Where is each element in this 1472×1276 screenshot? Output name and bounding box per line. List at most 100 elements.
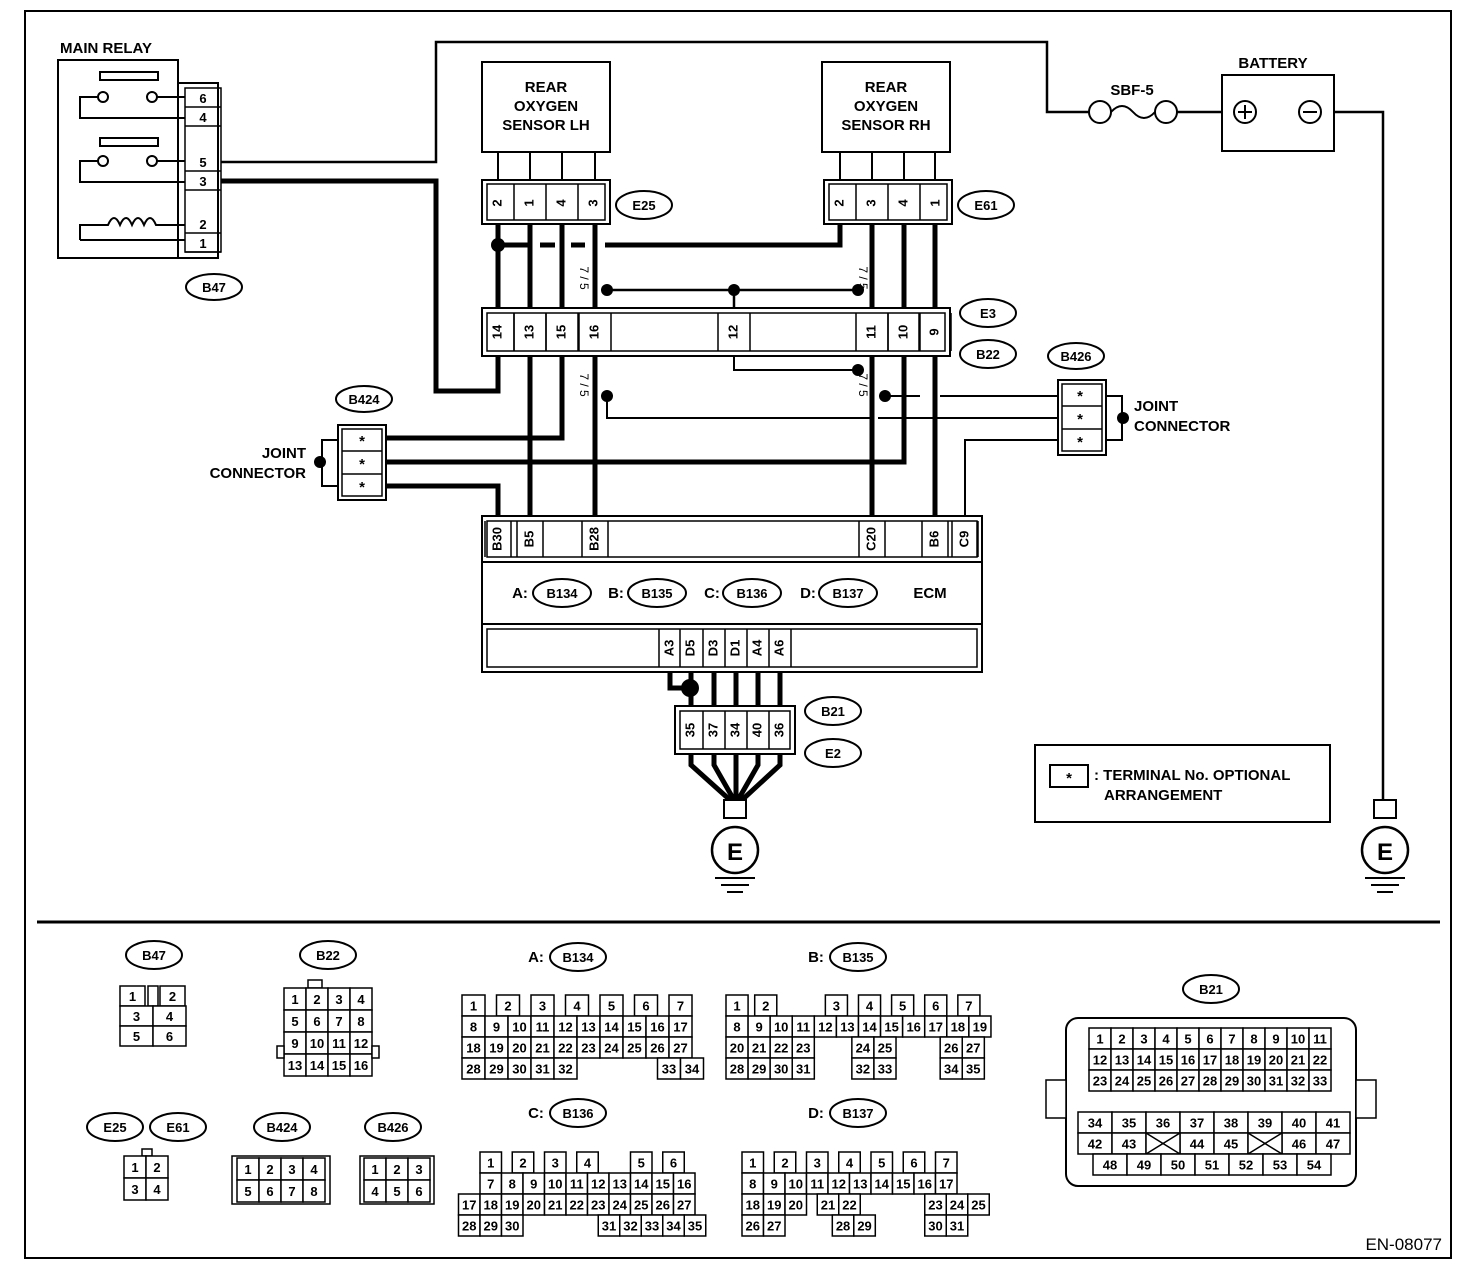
face-pin: 11 <box>332 1036 346 1051</box>
face-pin: 13 <box>288 1058 302 1073</box>
svg-text:*: * <box>1077 388 1083 405</box>
ecm-pin-C9: C9 <box>956 531 971 548</box>
face-prefix: C: <box>528 1105 544 1122</box>
face-pin: 1 <box>487 1156 494 1171</box>
main-relay-label: MAIN RELAY <box>60 40 152 57</box>
face-pin: 20 <box>527 1198 541 1213</box>
face-pin: 15 <box>884 1020 898 1035</box>
e25-pin-3: 3 <box>585 199 600 206</box>
face-pin: 30 <box>928 1219 942 1234</box>
svg-text:CONNECTOR: CONNECTOR <box>1134 418 1231 435</box>
main-relay: MAIN RELAY <box>57 40 222 259</box>
ecm-pin-D3: D3 <box>705 640 720 657</box>
face-pin: 8 <box>509 1177 516 1192</box>
face-pin: 20 <box>1269 1053 1283 1068</box>
face-pin: 33 <box>1313 1074 1327 1089</box>
relay-pin-4: 4 <box>199 110 207 125</box>
ground-ecm: E <box>710 799 760 893</box>
face-pin: 46 <box>1292 1137 1306 1152</box>
face-pin: 2 <box>504 999 511 1014</box>
face-pin: 25 <box>627 1041 641 1056</box>
e25-pin-1: 1 <box>521 199 536 206</box>
face-pin: 1 <box>291 992 298 1007</box>
face-pin: 20 <box>512 1041 526 1056</box>
face-pin: 13 <box>613 1177 627 1192</box>
face-pin: 15 <box>627 1020 641 1035</box>
face-pin: 11 <box>570 1177 584 1192</box>
b426-joint-connector: B426 * * * JOINT CONNECTOR <box>1047 342 1231 456</box>
b21-pin-40: 40 <box>749 723 764 737</box>
face-pin: 4 <box>584 1156 592 1171</box>
face-pin: 28 <box>836 1219 850 1234</box>
svg-text:E2: E2 <box>825 746 841 761</box>
face-pin: 7 <box>335 1014 342 1029</box>
relay-pin-1: 1 <box>199 236 206 251</box>
b21-callout: B21 <box>804 696 862 726</box>
relay-pin-2: 2 <box>199 217 206 232</box>
svg-text:*: * <box>1077 434 1083 451</box>
face-pin: 26 <box>650 1041 664 1056</box>
face-prefix: B: <box>808 949 824 966</box>
face-pin: 25 <box>971 1198 985 1213</box>
face-pin: 34 <box>685 1062 700 1077</box>
face-pin: 28 <box>466 1062 480 1077</box>
face-pin: 16 <box>677 1177 691 1192</box>
face-pin: 12 <box>818 1020 832 1035</box>
splice-dots <box>491 238 891 697</box>
face-pin: 29 <box>1225 1074 1239 1089</box>
svg-text:SBF-5: SBF-5 <box>1110 82 1153 99</box>
face-pin: 23 <box>591 1198 605 1213</box>
b22-callout: B22 <box>959 339 1017 369</box>
face-pin: 6 <box>910 1156 917 1171</box>
svg-text:E3: E3 <box>980 306 996 321</box>
face-pin: 31 <box>950 1219 964 1234</box>
face-pin: 26 <box>656 1198 670 1213</box>
face-pin: 19 <box>973 1020 987 1035</box>
face-pin: 22 <box>1313 1053 1327 1068</box>
face-pin: 35 <box>966 1062 980 1077</box>
shield-mark: 7 / 5 <box>577 266 591 290</box>
face-pin: 13 <box>1115 1053 1129 1068</box>
svg-text:SENSOR RH: SENSOR RH <box>841 117 930 134</box>
face-pin: 27 <box>673 1041 687 1056</box>
wire-relay-5-power <box>221 40 1090 164</box>
face-pin: 9 <box>756 1020 763 1035</box>
face-pin: 11 <box>810 1177 824 1192</box>
face-pin: 5 <box>393 1184 400 1199</box>
face-pin: 19 <box>489 1041 503 1056</box>
face-pin: 10 <box>1291 1032 1305 1047</box>
face-pin: 20 <box>730 1041 744 1056</box>
face-pin: 6 <box>313 1014 320 1029</box>
face-pin: 32 <box>1291 1074 1305 1089</box>
face-pin: 17 <box>462 1198 476 1213</box>
face-callout-b47: B47 <box>142 948 166 963</box>
face-pin: 21 <box>1291 1053 1305 1068</box>
face-pin: 2 <box>169 989 176 1004</box>
face-pin: 4 <box>371 1184 379 1199</box>
face-pin: 21 <box>535 1041 549 1056</box>
battery: BATTERY <box>1221 55 1335 152</box>
shield-mark: 7 / 5 <box>577 373 591 397</box>
face-pin: 3 <box>131 1182 138 1197</box>
face-pin: 6 <box>670 1156 677 1171</box>
face-pin: 3 <box>539 999 546 1014</box>
e25-pin-2: 2 <box>489 199 504 206</box>
face-pin: 10 <box>310 1036 324 1051</box>
face-pin: 33 <box>645 1219 659 1234</box>
face-pin: 30 <box>505 1219 519 1234</box>
rear-oxygen-sensor-rh: REAR OXYGEN SENSOR RH <box>821 61 951 180</box>
face-pin: 43 <box>1122 1137 1136 1152</box>
face-pin: 34 <box>944 1062 959 1077</box>
ecm-pin-A3: A3 <box>661 640 676 657</box>
face-pin: 22 <box>842 1198 856 1213</box>
svg-text:B137: B137 <box>832 586 863 601</box>
face-pin: 38 <box>1224 1116 1238 1131</box>
face-pin: 8 <box>310 1184 317 1199</box>
face-pin: 9 <box>530 1177 537 1192</box>
face-pin: 2 <box>153 1160 160 1175</box>
face-pin: 5 <box>899 999 906 1014</box>
face-pin: 9 <box>1272 1032 1279 1047</box>
face-pin: 7 <box>677 999 684 1014</box>
face-pin: 13 <box>581 1020 595 1035</box>
